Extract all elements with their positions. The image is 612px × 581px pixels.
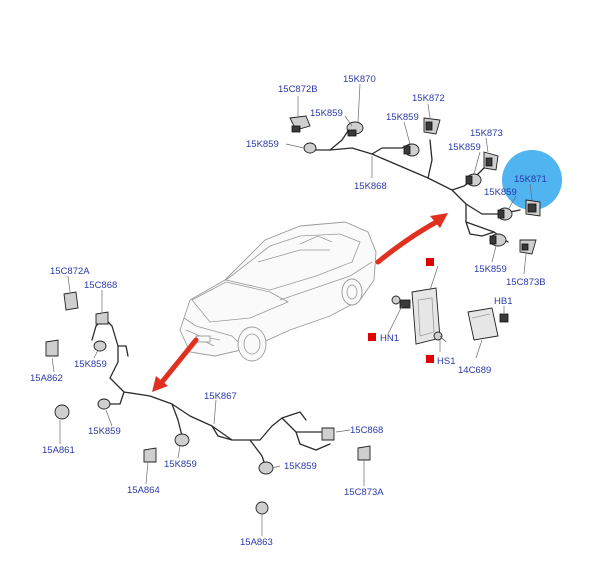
front-part-labels: 15C872A 15C868 15A862 15K859 15A861 15K8… xyxy=(30,266,384,548)
vehicle-illustration xyxy=(179,221,377,362)
front-parts xyxy=(45,291,371,515)
bracket-15C872B xyxy=(289,115,311,133)
sensor-15K859-fd xyxy=(258,461,274,475)
label-15C872B: 15C872B xyxy=(278,84,318,95)
label-15C873A: 15C873A xyxy=(344,487,384,498)
sensor-15K859-fc xyxy=(174,433,190,447)
label-15K859: 15K859 xyxy=(474,264,507,275)
label-15K873: 15K873 xyxy=(470,128,503,139)
rear-leader-lines xyxy=(285,83,533,275)
bracket-15C872A xyxy=(63,291,79,311)
sensor-15K871 xyxy=(525,199,541,217)
arrow-to-rear-assembly xyxy=(375,213,448,265)
bracket-15K873 xyxy=(483,151,499,171)
bracket-15C873B xyxy=(519,239,537,255)
marker-hn1 xyxy=(368,333,376,341)
rear-parts xyxy=(289,115,541,255)
sensor-15K859-fb xyxy=(97,398,111,410)
label-15K867: 15K867 xyxy=(204,391,237,402)
marker-hs1 xyxy=(426,355,434,363)
marker-top xyxy=(426,258,434,266)
label-15K859: 15K859 xyxy=(484,187,517,198)
label-HB1: HB1 xyxy=(494,296,512,307)
label-15K859: 15K859 xyxy=(164,459,197,470)
sensor-15K859-e xyxy=(489,233,507,247)
arrow-to-front-assembly xyxy=(152,337,199,392)
label-15K859: 15K859 xyxy=(386,112,419,123)
control-module-assembly xyxy=(387,265,509,359)
sensor-15K859-b xyxy=(403,143,420,157)
label-15K859: 15K859 xyxy=(448,142,481,153)
sensor-15K859-d xyxy=(497,207,513,221)
sensor-15K870 xyxy=(346,121,364,137)
label-15K868: 15K868 xyxy=(354,181,387,192)
label-15A861: 15A861 xyxy=(42,445,75,456)
sensor-15K859-fa xyxy=(93,340,107,352)
label-15C868: 15C868 xyxy=(84,280,117,291)
sensor-15A862 xyxy=(45,339,59,357)
sensor-15A863 xyxy=(255,501,269,515)
module-labels: HB1 HN1 HS1 14C689 xyxy=(380,296,512,376)
label-HS1: HS1 xyxy=(437,356,455,367)
label-14C689: 14C689 xyxy=(458,365,491,376)
bracket-15C868-a xyxy=(95,311,109,325)
label-15A864: 15A864 xyxy=(127,485,160,496)
rear-part-labels: 15C872B 15K870 15K859 15K872 15K859 15K8… xyxy=(246,74,547,288)
highlight-circle xyxy=(502,150,562,210)
label-15A863: 15A863 xyxy=(240,537,273,548)
sensor-15K859-a xyxy=(303,142,317,154)
bracket-15C868-b xyxy=(321,427,335,441)
label-15K872: 15K872 xyxy=(412,93,445,104)
label-HN1: HN1 xyxy=(380,333,399,344)
label-15K859: 15K859 xyxy=(88,426,121,437)
front-leader-lines xyxy=(51,275,365,536)
label-15K859: 15K859 xyxy=(284,461,317,472)
sensor-15A864 xyxy=(143,447,157,463)
bracket-15C873A xyxy=(357,445,371,461)
label-15K859: 15K859 xyxy=(74,359,107,370)
label-15K859: 15K859 xyxy=(310,108,343,119)
label-15A862: 15A862 xyxy=(30,373,63,384)
label-15C872A: 15C872A xyxy=(50,266,90,277)
bracket-15K872 xyxy=(423,117,441,135)
label-15C873B: 15C873B xyxy=(506,277,546,288)
label-15K859: 15K859 xyxy=(246,139,279,150)
label-15K871: 15K871 xyxy=(514,174,547,185)
label-15K870: 15K870 xyxy=(343,74,376,85)
label-15C868: 15C868 xyxy=(350,425,383,436)
sensor-15K859-c xyxy=(465,173,482,187)
sensor-15A861 xyxy=(54,404,70,420)
